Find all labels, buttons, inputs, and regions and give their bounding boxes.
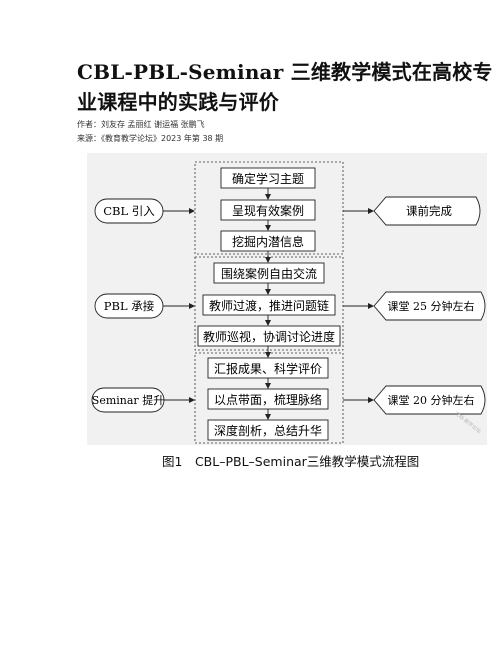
article-authors: 作者：刘友存 孟丽红 谢运福 张鹏飞 [77, 120, 205, 129]
article-title-line-1: CBL-PBL-Seminar 三维教学模式在高校专 [77, 60, 493, 84]
step-text-1-1: 确定学习主题 [232, 171, 304, 186]
step-text-2-2: 教师过渡，推进问题链 [209, 298, 329, 313]
step-box-2-2 [202, 294, 336, 316]
cbl-stage-group [194, 161, 344, 255]
step-box-2-1 [213, 262, 325, 284]
step-text-1-3: 挖掘内潜信息 [232, 234, 304, 249]
figure-caption: 图1 CBL–PBL–Seminar三维教学模式流程图 [162, 454, 420, 469]
article-source: 来源：《教育教学论坛》2023 年第 38 期 [77, 134, 224, 143]
right-label-box-pbl [373, 291, 486, 321]
step-text-2-1: 围绕案例自由交流 [221, 266, 317, 281]
left-label-seminar: Seminar 提升 [92, 394, 164, 407]
step-text-3-1: 汇报成果、科学评价 [214, 361, 322, 376]
right-label-box-cbl [373, 196, 481, 226]
step-text-3-2: 以点带面，梳理脉络 [214, 392, 322, 407]
left-label-cbl: CBL 引入 [103, 204, 155, 218]
step-box-2-3 [197, 325, 341, 347]
right-label-pbl: 课堂 25 分钟左右 [388, 299, 475, 313]
left-label-pbl: PBL 承接 [104, 299, 155, 313]
step-text-2-3: 教师巡视，协调讨论进度 [203, 329, 335, 344]
step-text-3-3: 深度剖析，总结升华 [214, 423, 322, 438]
step-box-3-3 [207, 419, 329, 441]
step-text-1-2: 呈现有效案例 [232, 203, 304, 218]
right-label-box-seminar [373, 385, 486, 415]
right-label-seminar: 课堂 20 分钟左右 [388, 393, 475, 407]
right-label-cbl: 课前完成 [406, 204, 452, 218]
article-title-line-2: 业课程中的实践与评价 [77, 90, 279, 114]
